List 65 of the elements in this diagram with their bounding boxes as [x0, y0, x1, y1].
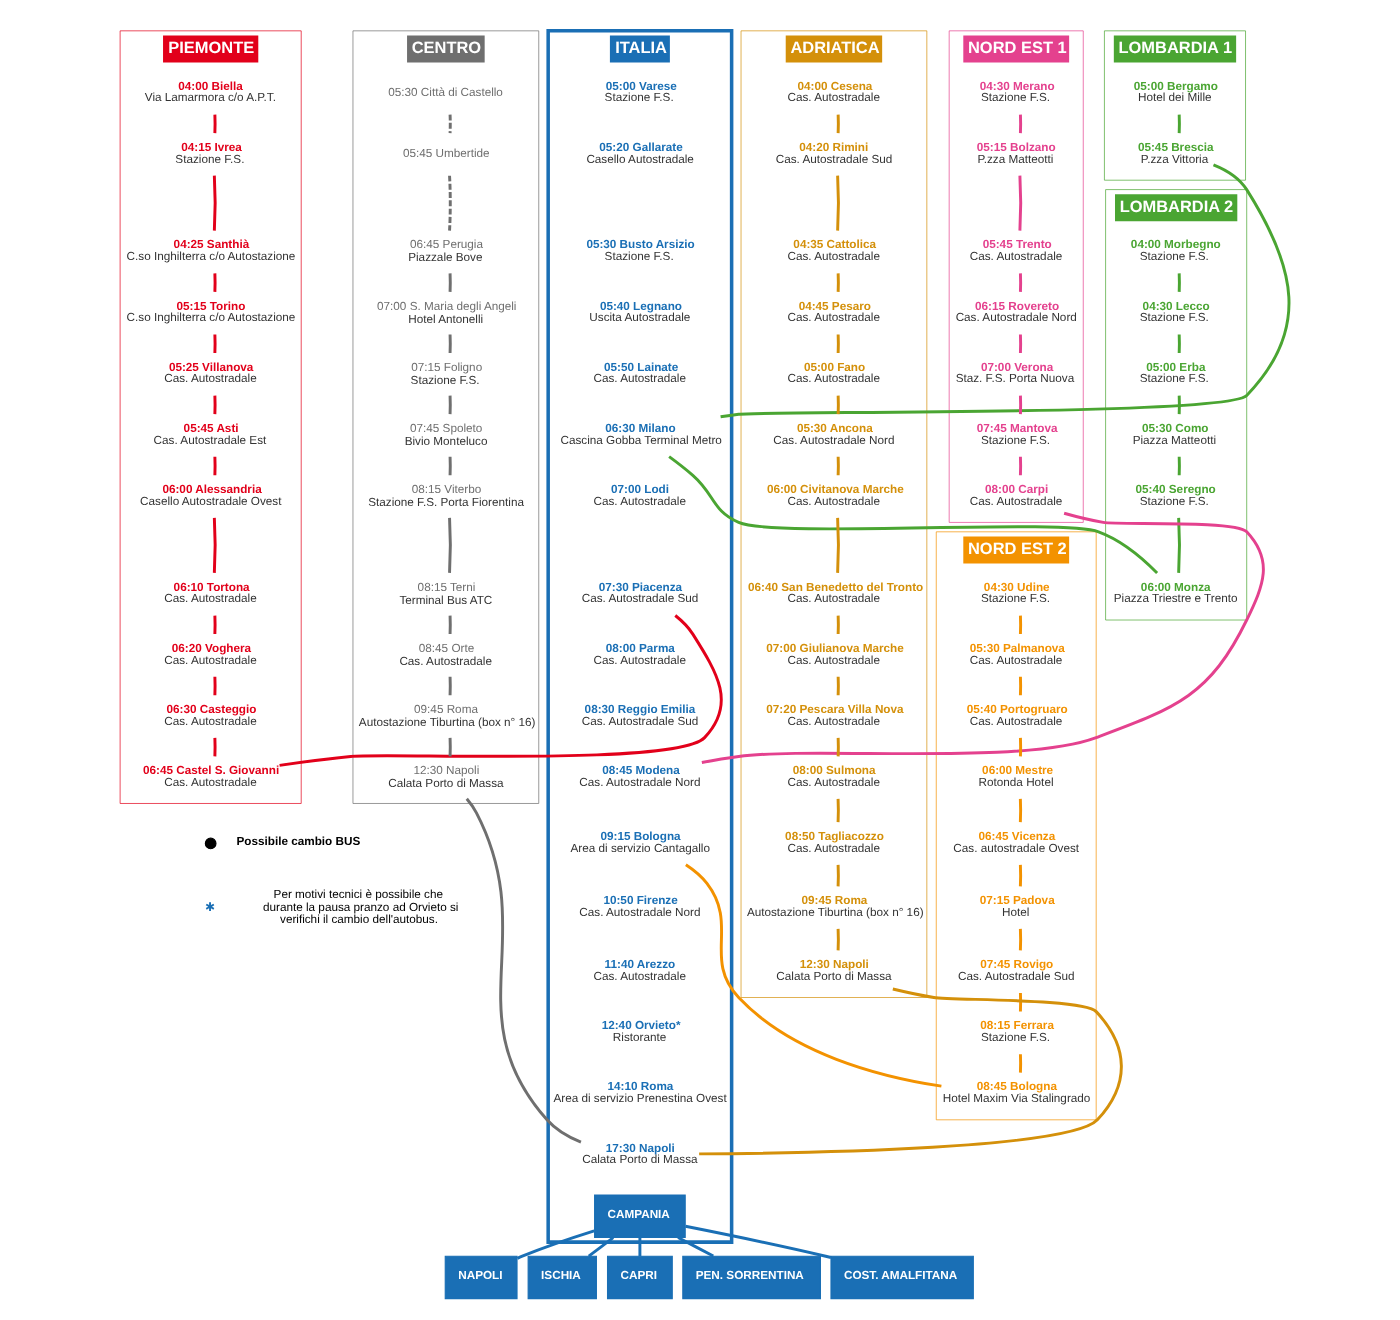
connector [448, 456, 452, 476]
connector [836, 615, 840, 635]
connector [668, 455, 1159, 574]
connector [836, 864, 840, 887]
connector [1018, 864, 1023, 887]
connector [1177, 395, 1181, 415]
connector [836, 928, 840, 951]
connector [516, 1229, 595, 1260]
connector [1018, 334, 1023, 354]
connector [213, 114, 217, 134]
connector [448, 517, 452, 573]
connector [448, 334, 452, 354]
connector [1018, 395, 1023, 415]
connector [685, 1224, 832, 1259]
connector [448, 395, 452, 415]
connector [638, 1237, 642, 1257]
connector [836, 175, 840, 231]
connector [448, 273, 452, 292]
connector [1018, 273, 1023, 292]
connector [1018, 798, 1023, 823]
connector [213, 395, 217, 415]
connector [213, 737, 217, 757]
connector [836, 798, 840, 823]
connector [213, 334, 217, 354]
connector [448, 175, 452, 231]
connector [836, 737, 840, 757]
connector [699, 987, 1123, 1156]
connector [465, 797, 582, 1144]
connector [1177, 456, 1181, 476]
connector [836, 273, 840, 292]
connector [213, 676, 217, 696]
connector [213, 273, 217, 292]
connector [677, 1236, 714, 1258]
connector [836, 676, 840, 696]
connector [701, 511, 1265, 764]
connector [1018, 737, 1023, 757]
connector [448, 615, 452, 635]
connector [1177, 114, 1181, 134]
connector [279, 614, 723, 767]
connector [1018, 615, 1023, 635]
connector [836, 456, 840, 476]
connector [836, 395, 840, 415]
connector [685, 863, 942, 1088]
connector [1177, 517, 1181, 573]
connector [587, 1236, 615, 1258]
connector [1018, 456, 1023, 476]
connector [1177, 334, 1181, 354]
connector [1018, 928, 1023, 951]
connector [1177, 273, 1181, 292]
connector [1018, 114, 1023, 134]
connector [448, 114, 452, 134]
connector [1018, 676, 1023, 696]
connector [212, 517, 217, 573]
connector [212, 175, 217, 231]
connector [836, 334, 840, 354]
connector [448, 737, 452, 757]
connector [1018, 993, 1023, 1012]
connector [836, 517, 840, 573]
connector [836, 114, 840, 134]
connector [213, 456, 217, 476]
connector [1018, 175, 1023, 231]
connector [213, 615, 217, 635]
connector [1018, 1054, 1023, 1073]
connector [448, 676, 452, 696]
connector [720, 163, 1291, 419]
